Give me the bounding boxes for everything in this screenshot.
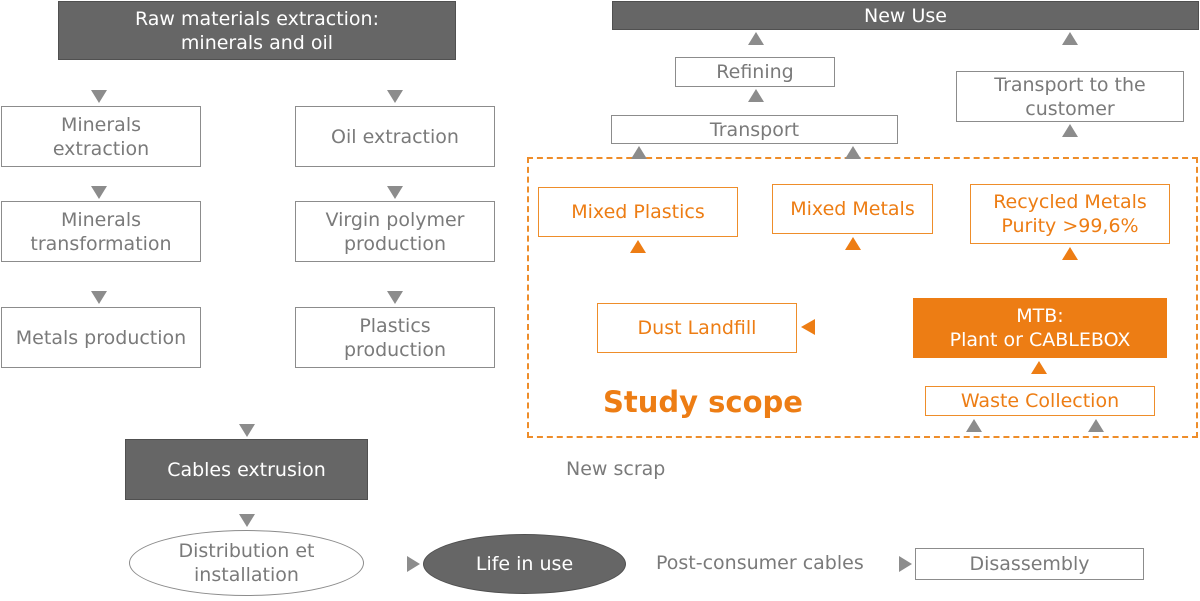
study-scope-title: Study scope	[603, 385, 803, 419]
raw-materials-node: Raw materials extraction: minerals and o…	[58, 1, 456, 60]
arrow-mtb-to-recycled-metals	[1062, 247, 1078, 260]
arrow-cables-to-distribution	[239, 514, 255, 527]
mixed-plastics-node: Mixed Plastics	[538, 187, 738, 237]
arrow-transport-to-refining	[748, 89, 764, 102]
arrow-mtb-to-landfill	[801, 319, 815, 335]
arrow-mtb-to-mixed-metals	[845, 237, 861, 250]
mtb-node: MTB: Plant or CABLEBOX	[913, 298, 1167, 358]
arrow-raw-to-oil	[387, 90, 403, 103]
arrow-post-consumer-to-disassembly	[899, 556, 912, 572]
arrow-minerals-extraction-to-transformation	[91, 186, 107, 199]
arrow-virgin-polymer-to-plastics	[387, 291, 403, 304]
mixed-metals-node: Mixed Metals	[772, 184, 933, 234]
arrow-landfill-to-mixed-plastics	[630, 240, 646, 253]
arrow-distribution-to-life	[407, 556, 420, 572]
study-scope-frame	[527, 157, 1198, 438]
arrow-recycled-to-customer	[1062, 124, 1078, 137]
arrow-mixed-metals-to-transport	[845, 146, 861, 159]
transport-customer-node: Transport to the customer	[956, 71, 1184, 122]
arrow-raw-to-minerals	[91, 90, 107, 103]
arrow-minerals-transformation-to-metals	[91, 291, 107, 304]
transport-node: Transport	[611, 115, 898, 144]
arrow-waste-collection-to-mtb	[1031, 361, 1047, 374]
minerals-transformation-node: Minerals transformation	[1, 201, 201, 262]
waste-collection-node: Waste Collection	[925, 386, 1155, 416]
arrow-mixed-plastics-to-transport	[631, 146, 647, 159]
plastics-production-node: Plastics production	[295, 307, 495, 368]
minerals-extraction-node: Minerals extraction	[1, 106, 201, 167]
oil-extraction-node: Oil extraction	[295, 106, 495, 167]
metals-production-node: Metals production	[1, 307, 201, 368]
recycled-metals-node: Recycled Metals Purity >99,6%	[970, 184, 1170, 244]
arrow-new-scrap-to-waste-collection	[966, 419, 982, 432]
distribution-node: Distribution et installation	[129, 530, 364, 596]
new-use-node: New Use	[612, 1, 1199, 30]
arrow-refining-to-new-use	[748, 32, 764, 45]
new-scrap-label: New scrap	[566, 458, 666, 480]
post-consumer-label: Post-consumer cables	[656, 552, 864, 574]
dust-landfill-node: Dust Landfill	[597, 303, 797, 353]
arrow-oil-to-virgin-polymer	[387, 186, 403, 199]
arrow-customer-to-new-use	[1062, 32, 1078, 45]
disassembly-node: Disassembly	[915, 548, 1144, 580]
life-in-use-node: Life in use	[423, 534, 626, 594]
virgin-polymer-node: Virgin polymer production	[295, 201, 495, 262]
arrow-metals-to-cables	[239, 424, 255, 437]
cables-extrusion-node: Cables extrusion	[125, 439, 368, 500]
refining-node: Refining	[675, 57, 835, 87]
arrow-disassembly-to-waste-collection	[1088, 419, 1104, 432]
